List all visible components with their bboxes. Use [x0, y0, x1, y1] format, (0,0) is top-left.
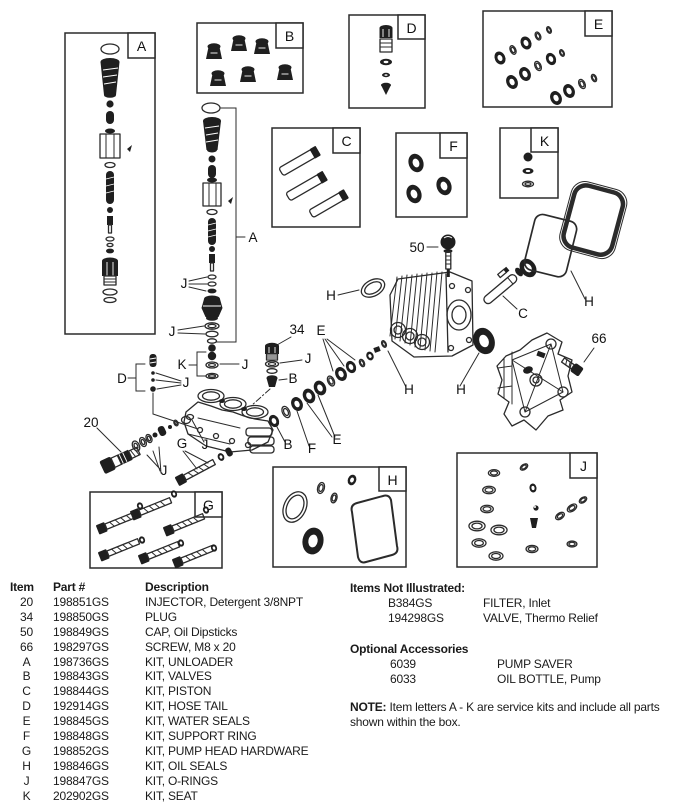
col-header-description: Description [145, 580, 209, 594]
kit-box-e: E [482, 10, 613, 108]
label-h-4: H [584, 294, 594, 309]
box-f-tag: F [449, 138, 458, 154]
label-b-2: B [283, 437, 292, 452]
kit-box-c: C [271, 127, 361, 228]
unloader-assembly [201, 102, 246, 380]
box-a-tag: A [137, 38, 147, 54]
label-j-6: J [161, 463, 168, 478]
gasket-plate [523, 181, 628, 300]
label-j-3: J [242, 357, 249, 372]
kit-box-k: K [499, 127, 559, 199]
part-number: B384GS [388, 596, 433, 610]
part-number: 6039 [390, 657, 416, 671]
seat-kit-group [177, 276, 240, 377]
box-d-tag: D [406, 20, 416, 36]
optional-accessories-title: Optional Accessories [350, 642, 469, 656]
pump-head [180, 388, 275, 454]
label-j-1: J [181, 276, 188, 291]
col-header-part: Part # [53, 580, 86, 594]
part-description: VALVE, Thermo Relief [483, 611, 598, 625]
kit-box-b: B [196, 22, 304, 94]
label-h-3: H [456, 382, 466, 397]
label-h-1: H [326, 288, 336, 303]
mounting-bracket [496, 332, 595, 431]
kit-box-j: J [456, 452, 598, 568]
part-number: 6033 [390, 672, 416, 686]
label-g: G [177, 436, 188, 451]
note-label: NOTE: [350, 700, 387, 714]
label-b-1: B [288, 371, 297, 386]
injector-group [96, 419, 180, 474]
box-c-tag: C [341, 133, 351, 149]
label-d: D [117, 371, 127, 386]
box-h-tag: H [387, 472, 397, 488]
kit-box-h: H [272, 466, 407, 568]
callout-34: 34 [289, 322, 305, 337]
part-number: 194298GS [388, 611, 444, 625]
kit-box-d: D [348, 14, 426, 109]
kit-box-a: A [64, 32, 156, 335]
list-item: B384GS FILTER, Inlet [388, 596, 692, 611]
list-item: 194298GS VALVE, Thermo Relief [388, 611, 692, 626]
callout-66: 66 [591, 331, 606, 346]
label-k: K [177, 357, 186, 372]
kit-box-g: G [89, 489, 223, 570]
service-kit-note: NOTE: Item letters A - K are service kit… [350, 700, 692, 730]
callout-50: 50 [409, 240, 424, 255]
crankcase [337, 271, 499, 388]
right-panel: Items Not Illustrated: B384GS FILTER, In… [350, 581, 692, 730]
kit-box-f: F [395, 132, 468, 218]
box-j-tag: J [580, 458, 587, 474]
box-e-tag: E [594, 16, 603, 32]
part-description: FILTER, Inlet [483, 596, 551, 610]
parts-table-header: Item Part # Description [10, 580, 308, 595]
list-item: 6039 PUMP SAVER [390, 657, 692, 672]
head-bolt-group [173, 419, 233, 487]
label-j-7: J [202, 437, 209, 452]
label-a: A [248, 230, 257, 245]
piston-rod [483, 255, 540, 310]
list-item: 6033 OIL BOTTLE, Pump [390, 672, 692, 687]
label-e-1: E [316, 323, 325, 338]
plug-valve-group [250, 336, 303, 407]
label-h-2: H [404, 382, 414, 397]
label-j-2: J [169, 324, 176, 339]
box-g-tag: G [203, 497, 214, 513]
label-j-4: J [305, 351, 312, 366]
box-b-tag: B [285, 28, 294, 44]
label-f: F [308, 441, 316, 456]
label-j-5: J [183, 375, 190, 390]
label-c: C [518, 306, 528, 321]
hose-tail-group [127, 354, 199, 430]
callout-20: 20 [83, 415, 98, 430]
dipstick-cap [426, 234, 456, 277]
callout-labels: 20 34 50 66 A B B C D E E F G H H H H J … [83, 230, 606, 478]
label-e-2: E [332, 432, 341, 447]
not-illustrated-title: Items Not Illustrated: [350, 581, 465, 595]
note-text: Item letters A - K are service kits and … [350, 700, 660, 729]
part-description: PUMP SAVER [497, 657, 573, 671]
exploded-parts-diagram: A B [64, 10, 628, 570]
part-description: OIL BOTTLE, Pump [497, 672, 601, 686]
col-header-item: Item [10, 580, 34, 594]
box-k-tag: K [540, 133, 550, 149]
seal-train [266, 338, 359, 447]
